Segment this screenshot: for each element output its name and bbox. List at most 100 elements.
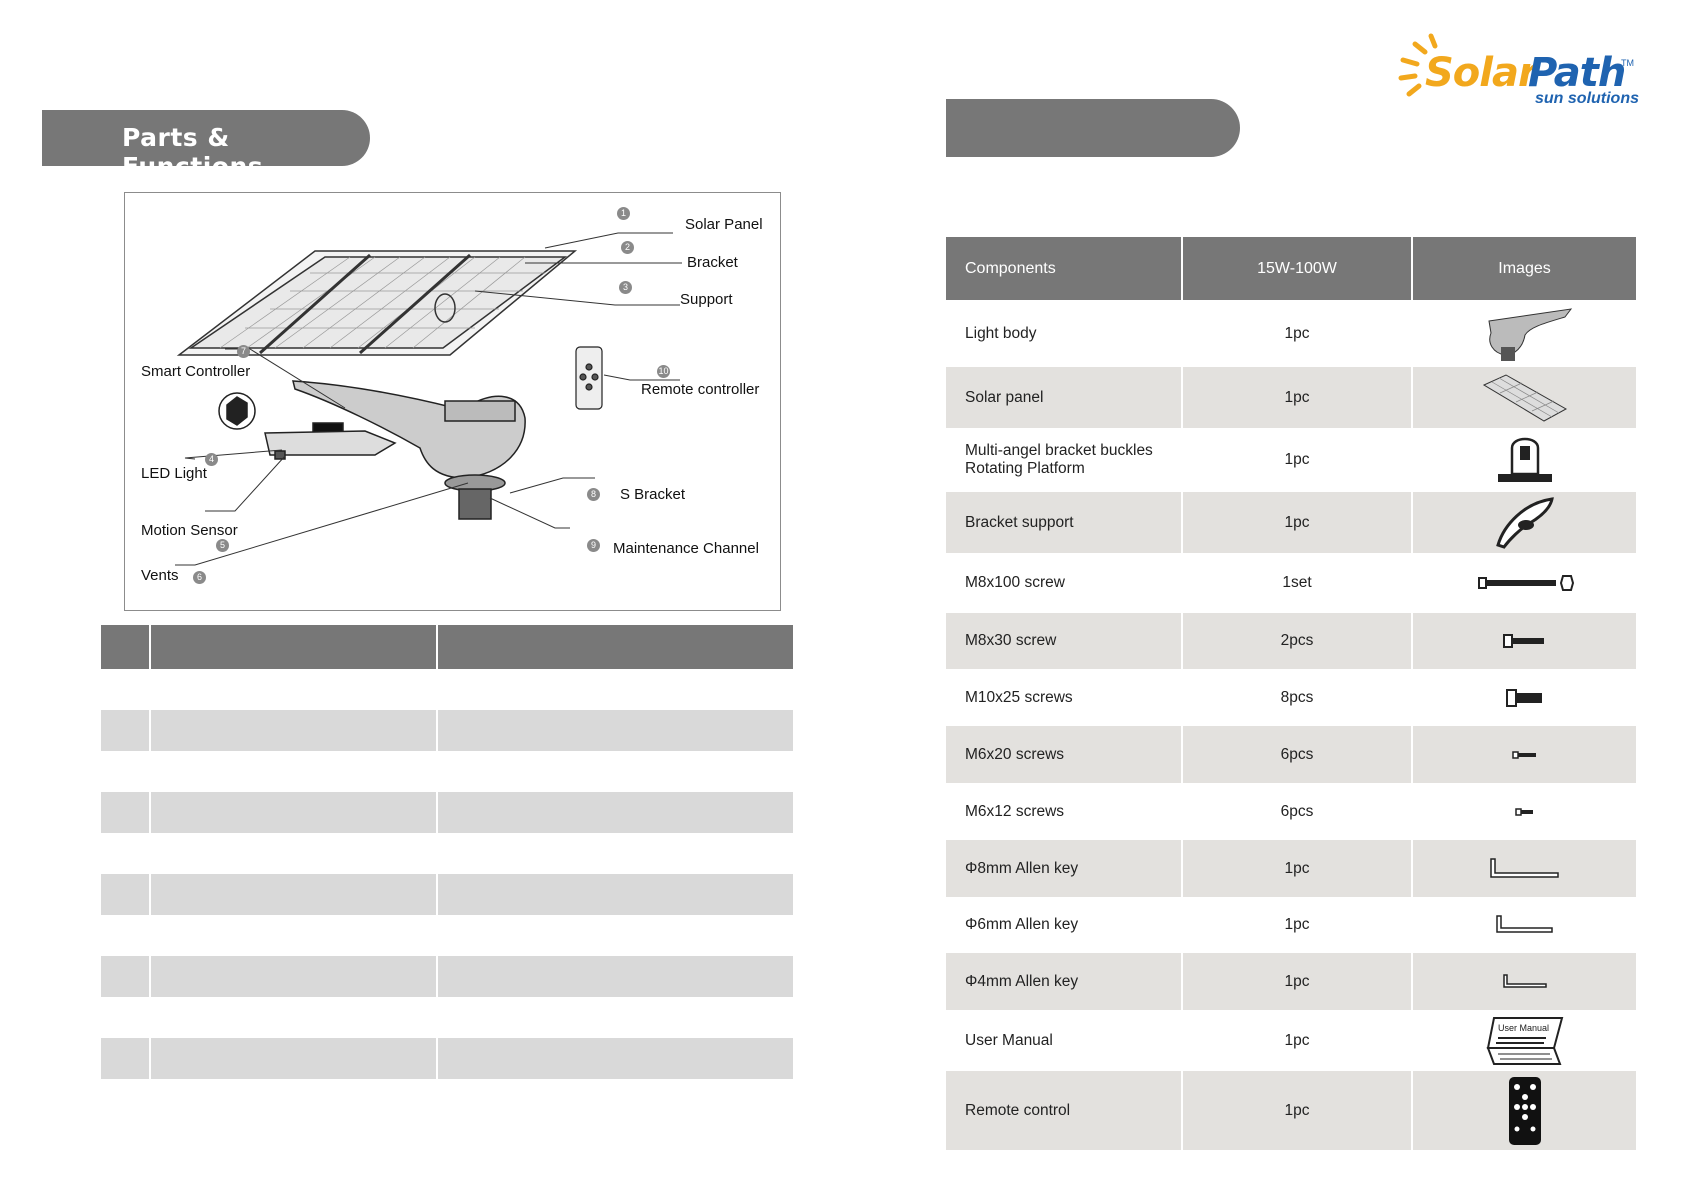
sun-rays-icon [1398, 33, 1438, 97]
component-qty: 8pcs [1182, 669, 1413, 726]
component-qty: 1pc [1182, 953, 1413, 1010]
long-screw-image [1412, 553, 1636, 613]
component-name: M8x100 screw [946, 553, 1183, 613]
leader-lines [175, 232, 682, 566]
callout-label: Solar Panel [685, 216, 763, 233]
table-row: M8x100 screw 1set [946, 553, 1636, 613]
component-name: Multi-angel bracket buckles Rotating Pla… [946, 428, 1183, 492]
callout-number: 1 [617, 207, 630, 220]
table-row: Multi-angel bracket buckles Rotating Pla… [946, 428, 1636, 492]
component-name: M8x30 screw [946, 613, 1183, 669]
screw-image [1412, 669, 1636, 726]
table-row: M10x25 screws 8pcs [946, 669, 1636, 726]
table-header-row [101, 625, 793, 669]
table-row [101, 915, 793, 956]
component-qty: 1pc [1182, 367, 1413, 428]
rotating-platform-image [1412, 428, 1636, 492]
component-name: Solar panel [946, 367, 1183, 428]
callout-label: Maintenance Channel [613, 540, 759, 557]
component-name-line1: Multi-angel bracket buckles [965, 442, 1153, 459]
table-row [101, 710, 793, 751]
screw-image [1412, 613, 1636, 669]
column-header: 15W-100W [1182, 237, 1413, 300]
table-row: M6x12 screws 6pcs [946, 783, 1636, 840]
component-name: Light body [946, 300, 1183, 367]
table-row: Bracket support 1pc [946, 492, 1636, 553]
callout-number: 2 [621, 241, 634, 254]
table-row: Φ6mm Allen key 1pc [946, 897, 1636, 953]
parts-diagram-illustration [175, 232, 682, 566]
component-name: M10x25 screws [946, 669, 1183, 726]
component-qty: 1pc [1182, 428, 1413, 492]
component-qty: 1set [1182, 553, 1413, 613]
table-row: M8x30 screw 2pcs [946, 613, 1636, 669]
callout-label: Smart Controller [141, 363, 251, 380]
component-name: Φ4mm Allen key [946, 953, 1183, 1010]
component-qty: 1pc [1182, 897, 1413, 953]
callout-label: Bracket [687, 254, 738, 271]
user-manual-image: User Manual [1412, 1010, 1636, 1071]
component-name: Φ8mm Allen key [946, 840, 1183, 897]
allen-key-image [1412, 840, 1636, 897]
table-row: Φ8mm Allen key 1pc [946, 840, 1636, 897]
column-header: Images [1412, 237, 1636, 300]
small-screw-image [1412, 783, 1636, 840]
solar-panel-drawing [176, 250, 578, 356]
logo-trademark: TM [1621, 58, 1634, 68]
callout-number: 8 [587, 488, 600, 501]
component-name: M6x12 screws [946, 783, 1183, 840]
callout-label: Motion Sensor [141, 522, 238, 539]
logo-word-path: Path [1528, 50, 1626, 96]
callout-label: Remote controller [641, 381, 760, 398]
component-name: M6x20 screws [946, 726, 1183, 783]
component-qty: 1pc [1182, 1071, 1413, 1150]
manual-cover-text: User Manual [1498, 1023, 1549, 1033]
callout-label: S Bracket [620, 486, 686, 503]
parts-diagram: 1 Solar Panel 2 Bracket 3 Support 4 LED … [124, 192, 781, 611]
table-row: Φ4mm Allen key 1pc [946, 953, 1636, 1010]
callout-number: 4 [205, 453, 218, 466]
components-table: Components 15W-100W Images Light body 1p… [946, 237, 1636, 1150]
table-row: User Manual 1pc User Manual [946, 1010, 1636, 1071]
allen-key-image [1412, 897, 1636, 953]
table-header-row: Components 15W-100W Images [946, 237, 1636, 300]
component-qty: 6pcs [1182, 783, 1413, 840]
table-row [101, 833, 793, 874]
table-row: Solar panel 1pc [946, 367, 1636, 428]
callout-number: 5 [216, 539, 229, 552]
callout-number: 7 [237, 345, 250, 358]
table-row [101, 1038, 793, 1079]
section-title: Parts & Functions [122, 123, 264, 181]
table-row [101, 874, 793, 915]
callout-number: 3 [619, 281, 632, 294]
remote-control-image [1412, 1071, 1636, 1150]
section-header-tab-right [946, 99, 1240, 157]
table-row: M6x20 screws 6pcs [946, 726, 1636, 783]
table-row [101, 997, 793, 1038]
parts-legend-table [101, 625, 793, 1079]
callout-number: 9 [587, 539, 600, 552]
component-name: Φ6mm Allen key [946, 897, 1183, 953]
solar-panel-image [1412, 367, 1636, 428]
component-qty: 6pcs [1182, 726, 1413, 783]
callout-label: Support [680, 291, 733, 308]
component-qty: 1pc [1182, 840, 1413, 897]
logo-tagline: sun solutions [1535, 90, 1639, 107]
light-body-image [1412, 300, 1636, 367]
column-header: Components [946, 237, 1183, 300]
component-name: Bracket support [946, 492, 1183, 553]
section-header-tab: Parts & Functions [42, 110, 370, 181]
callout-number: 10 [657, 365, 670, 378]
table-row [101, 669, 793, 710]
component-qty: 1pc [1182, 1010, 1413, 1071]
table-row [101, 792, 793, 833]
callout-label: Vents [141, 567, 179, 584]
callout-label: LED Light [141, 465, 207, 482]
table-row: Light body 1pc [946, 300, 1636, 367]
component-qty: 1pc [1182, 492, 1413, 553]
component-name: Remote control [946, 1071, 1183, 1150]
callout-number: 6 [193, 571, 206, 584]
table-row [101, 956, 793, 997]
light-body-drawing [218, 380, 526, 520]
table-row [101, 751, 793, 792]
